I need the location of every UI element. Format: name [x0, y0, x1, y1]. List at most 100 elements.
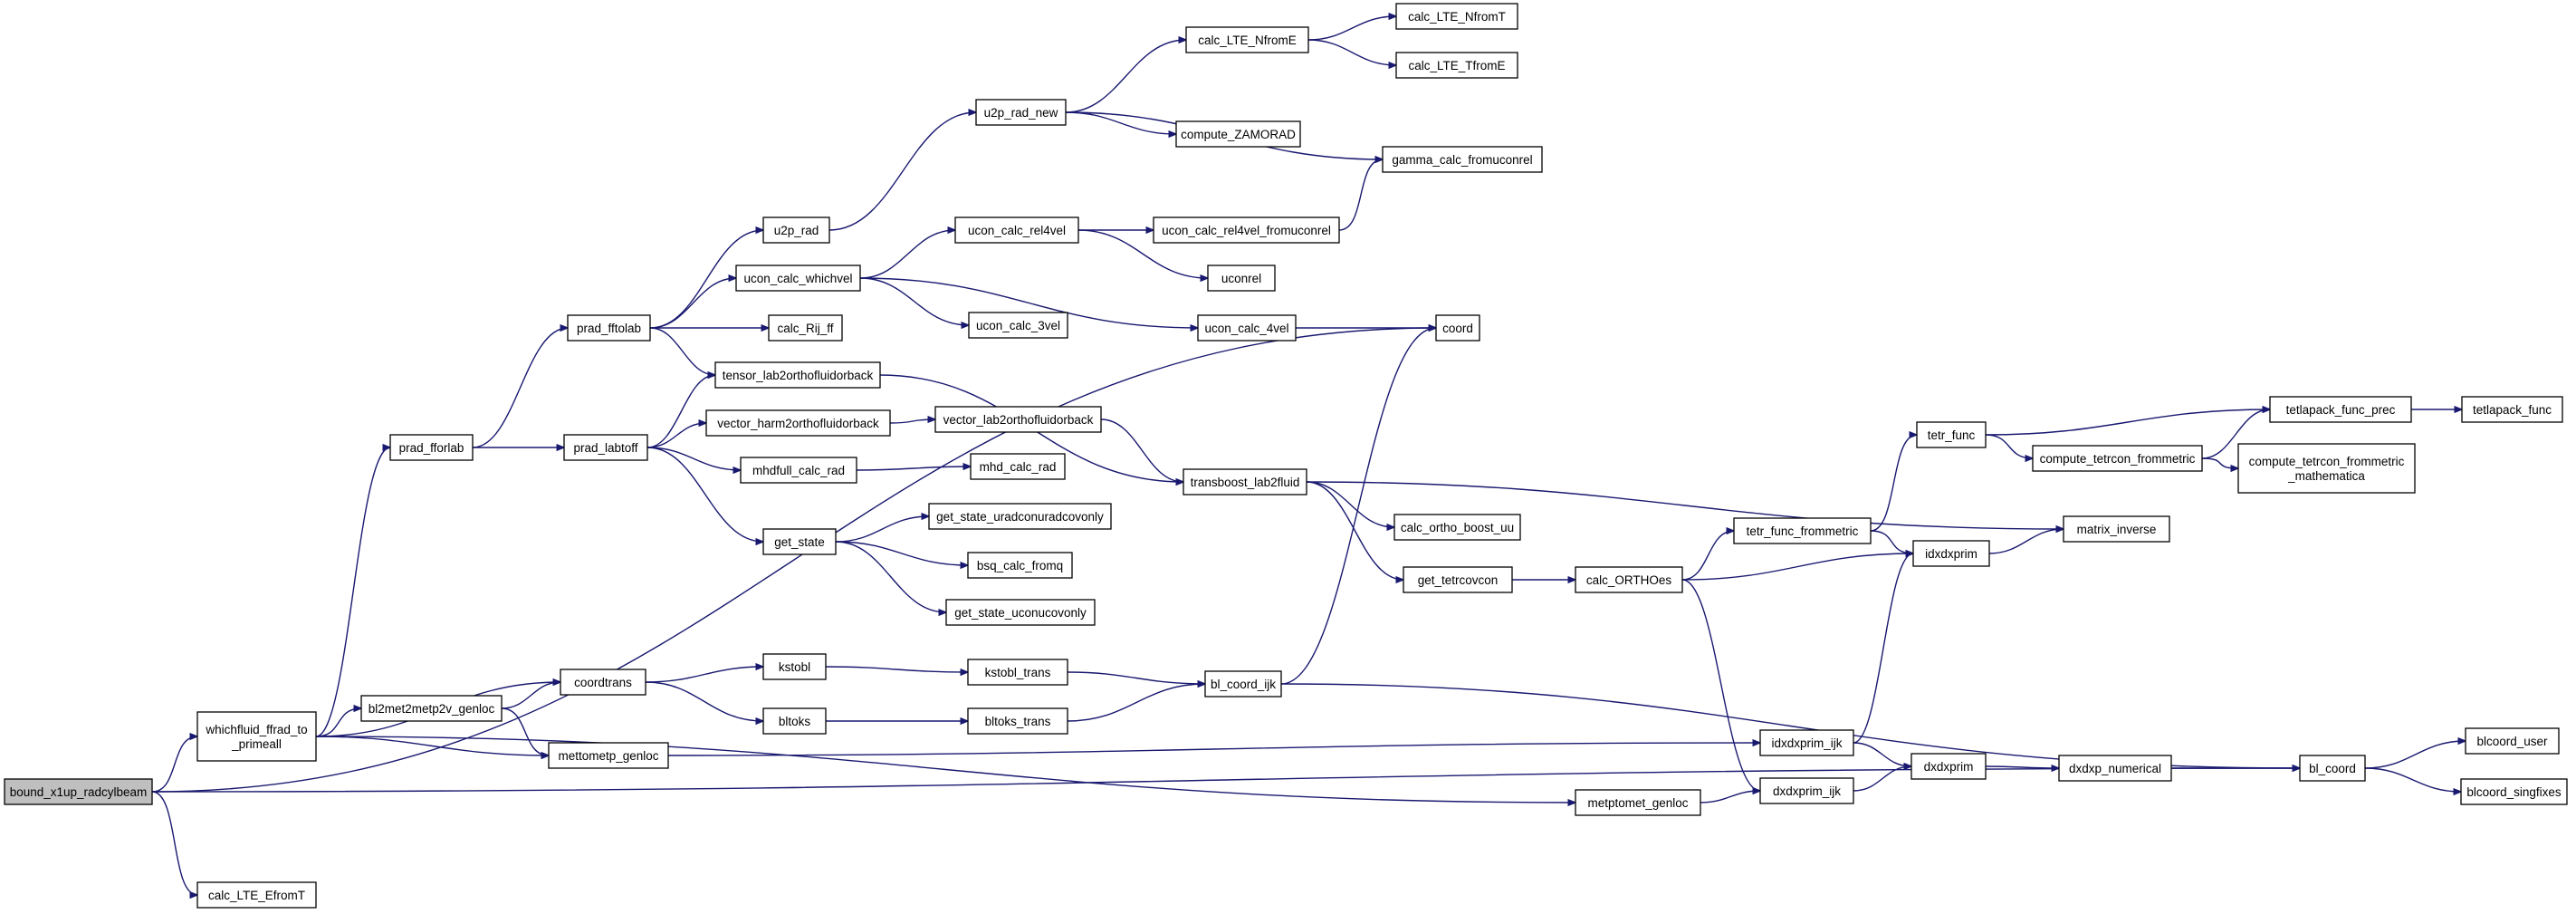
- node-box-tetlapackfunc[interactable]: [2461, 396, 2563, 423]
- node-box-vectorlab2[interactable]: [934, 406, 1102, 433]
- node-calcLTENfromT[interactable]: calc_LTE_NfromT: [1395, 3, 1518, 30]
- node-box-uconrel[interactable]: [1207, 265, 1276, 292]
- node-box-pradfftolab[interactable]: [567, 314, 651, 342]
- node-idxdxprim[interactable]: idxdxprim: [1912, 540, 1990, 567]
- node-box-matrixinverse[interactable]: [2063, 515, 2170, 543]
- node-root[interactable]: bound_x1up_radcylbeam: [4, 778, 153, 805]
- node-blcoordijk[interactable]: bl_coord_ijk: [1204, 670, 1282, 698]
- node-box-bltokstrans[interactable]: [967, 707, 1068, 735]
- node-coordtrans[interactable]: coordtrans: [560, 669, 646, 696]
- node-box-bl2met[interactable]: [360, 695, 503, 722]
- node-box-tetrfuncfromm[interactable]: [1733, 517, 1872, 544]
- node-box-idxdxprimijk[interactable]: [1759, 729, 1854, 756]
- node-tetlapackprec[interactable]: tetlapack_func_prec: [2269, 396, 2412, 423]
- node-calcLTEEfromT[interactable]: calc_LTE_EfromT: [196, 881, 317, 909]
- node-box-metptomet[interactable]: [1575, 789, 1701, 816]
- node-tensorlab2[interactable]: tensor_lab2orthofluidorback: [714, 361, 881, 389]
- node-box-dxdxprimijk[interactable]: [1759, 777, 1854, 804]
- node-metptomet[interactable]: metptomet_genloc: [1575, 789, 1701, 816]
- node-box-bltoks[interactable]: [762, 707, 827, 735]
- node-mhdfull[interactable]: mhdfull_calc_rad: [740, 457, 857, 484]
- node-idxdxprimijk[interactable]: idxdxprim_ijk: [1759, 729, 1854, 756]
- node-uconcalc3vel[interactable]: ucon_calc_3vel: [968, 312, 1068, 339]
- node-box-getstate[interactable]: [762, 528, 837, 555]
- node-box-kstobltrans[interactable]: [967, 659, 1068, 686]
- node-tetlapackfunc[interactable]: tetlapack_func: [2461, 396, 2563, 423]
- node-coord[interactable]: coord: [1435, 314, 1480, 342]
- node-box-vectorharm[interactable]: [705, 409, 891, 437]
- node-box-u2prad[interactable]: [762, 216, 830, 244]
- node-box-tetrfunc[interactable]: [1916, 421, 1987, 448]
- node-dxdxpnumerical[interactable]: dxdxp_numerical: [2058, 755, 2172, 782]
- node-box-computetetrconmath[interactable]: [2237, 443, 2416, 494]
- node-box-calcRijff[interactable]: [768, 314, 843, 342]
- node-box-calcLTENfromE[interactable]: [1185, 26, 1309, 53]
- node-box-whichfluid[interactable]: [196, 711, 317, 762]
- node-bl2met[interactable]: bl2met2metp2v_genloc: [360, 695, 503, 722]
- node-box-bsqcalc[interactable]: [967, 552, 1073, 579]
- node-gammacalc[interactable]: gamma_calc_fromuconrel: [1382, 146, 1543, 173]
- node-computetetrcon[interactable]: compute_tetrcon_frommetric: [2032, 445, 2203, 472]
- node-box-gettetrcov[interactable]: [1403, 566, 1513, 593]
- node-box-calcLTENfromT[interactable]: [1395, 3, 1518, 30]
- node-box-uconcalc3vel[interactable]: [968, 312, 1068, 339]
- node-uconcalcrel4velfrom[interactable]: ucon_calc_rel4vel_fromuconrel: [1153, 216, 1340, 244]
- node-box-computeZAMO[interactable]: [1175, 120, 1301, 148]
- node-u2prad[interactable]: u2p_rad: [762, 216, 830, 244]
- node-blcoord[interactable]: bl_coord: [2299, 755, 2366, 782]
- node-whichfluid[interactable]: whichfluid_ffrad_to_primeall: [196, 711, 317, 762]
- node-box-getstateurad[interactable]: [928, 503, 1112, 530]
- node-uconcalcwhichvel[interactable]: ucon_calc_whichvel: [735, 265, 861, 292]
- node-transboost[interactable]: transboost_lab2fluid: [1183, 468, 1307, 495]
- node-box-calcLTEEfromT[interactable]: [196, 881, 317, 909]
- node-box-u2pradnew[interactable]: [975, 99, 1067, 126]
- node-bltokstrans[interactable]: bltoks_trans: [967, 707, 1068, 735]
- node-dxdxprimijk[interactable]: dxdxprim_ijk: [1759, 777, 1854, 804]
- node-vectorharm[interactable]: vector_harm2orthofluidorback: [705, 409, 891, 437]
- node-bltoks[interactable]: bltoks: [762, 707, 827, 735]
- node-uconcalcrel4vel[interactable]: ucon_calc_rel4vel: [954, 216, 1079, 244]
- node-tetrfunc[interactable]: tetr_func: [1916, 421, 1987, 448]
- node-bsqcalc[interactable]: bsq_calc_fromq: [967, 552, 1073, 579]
- node-matrixinverse[interactable]: matrix_inverse: [2063, 515, 2170, 543]
- node-box-coord[interactable]: [1435, 314, 1480, 342]
- node-box-blcoordsing[interactable]: [2460, 778, 2568, 805]
- node-box-calcORTHOes[interactable]: [1575, 566, 1683, 593]
- node-gettetrcov[interactable]: get_tetrcovcon: [1403, 566, 1513, 593]
- node-pradlabtoff[interactable]: prad_labtoff: [563, 434, 648, 461]
- node-kstobltrans[interactable]: kstobl_trans: [967, 659, 1068, 686]
- node-blcoorduser[interactable]: blcoord_user: [2465, 727, 2560, 755]
- node-box-mhdfull[interactable]: [740, 457, 857, 484]
- node-box-uconcalcrel4velfrom[interactable]: [1153, 216, 1340, 244]
- node-calcORTHOes[interactable]: calc_ORTHOes: [1575, 566, 1683, 593]
- node-getstateurad[interactable]: get_state_uradconuradcovonly: [928, 503, 1112, 530]
- node-box-mettometp[interactable]: [548, 742, 669, 769]
- node-uconcalc4vel[interactable]: ucon_calc_4vel: [1197, 314, 1297, 342]
- node-box-blcoorduser[interactable]: [2465, 727, 2560, 755]
- node-box-tensorlab2[interactable]: [714, 361, 881, 389]
- node-box-dxdxprim[interactable]: [1910, 753, 1987, 780]
- node-calcLTENfromE[interactable]: calc_LTE_NfromE: [1185, 26, 1309, 53]
- node-calcLTETfromE[interactable]: calc_LTE_TfromE: [1395, 52, 1518, 79]
- node-u2pradnew[interactable]: u2p_rad_new: [975, 99, 1067, 126]
- node-calcRijff[interactable]: calc_Rij_ff: [768, 314, 843, 342]
- node-box-uconcalcwhichvel[interactable]: [735, 265, 861, 292]
- node-box-computetetrcon[interactable]: [2032, 445, 2203, 472]
- node-calcortho[interactable]: calc_ortho_boost_uu: [1393, 514, 1521, 541]
- node-box-calcLTETfromE[interactable]: [1395, 52, 1518, 79]
- node-box-idxdxprim[interactable]: [1912, 540, 1990, 567]
- node-dxdxprim[interactable]: dxdxprim: [1910, 753, 1987, 780]
- node-computetetrconmath[interactable]: compute_tetrcon_frommetric_mathematica: [2237, 443, 2416, 494]
- node-blcoordsing[interactable]: blcoord_singfixes: [2460, 778, 2568, 805]
- node-box-blcoord[interactable]: [2299, 755, 2366, 782]
- node-box-pradfforlab[interactable]: [389, 434, 474, 461]
- node-box-kstobl[interactable]: [762, 653, 827, 680]
- node-vectorlab2[interactable]: vector_lab2orthofluidorback: [934, 406, 1102, 433]
- node-box-uconcalcrel4vel[interactable]: [954, 216, 1079, 244]
- node-pradfftolab[interactable]: prad_fftolab: [567, 314, 651, 342]
- node-getstateucon[interactable]: get_state_uconucovonly: [945, 599, 1096, 626]
- node-box-tetlapackprec[interactable]: [2269, 396, 2412, 423]
- node-computeZAMO[interactable]: compute_ZAMORAD: [1175, 120, 1301, 148]
- node-box-coordtrans[interactable]: [560, 669, 646, 696]
- node-pradfforlab[interactable]: prad_fforlab: [389, 434, 474, 461]
